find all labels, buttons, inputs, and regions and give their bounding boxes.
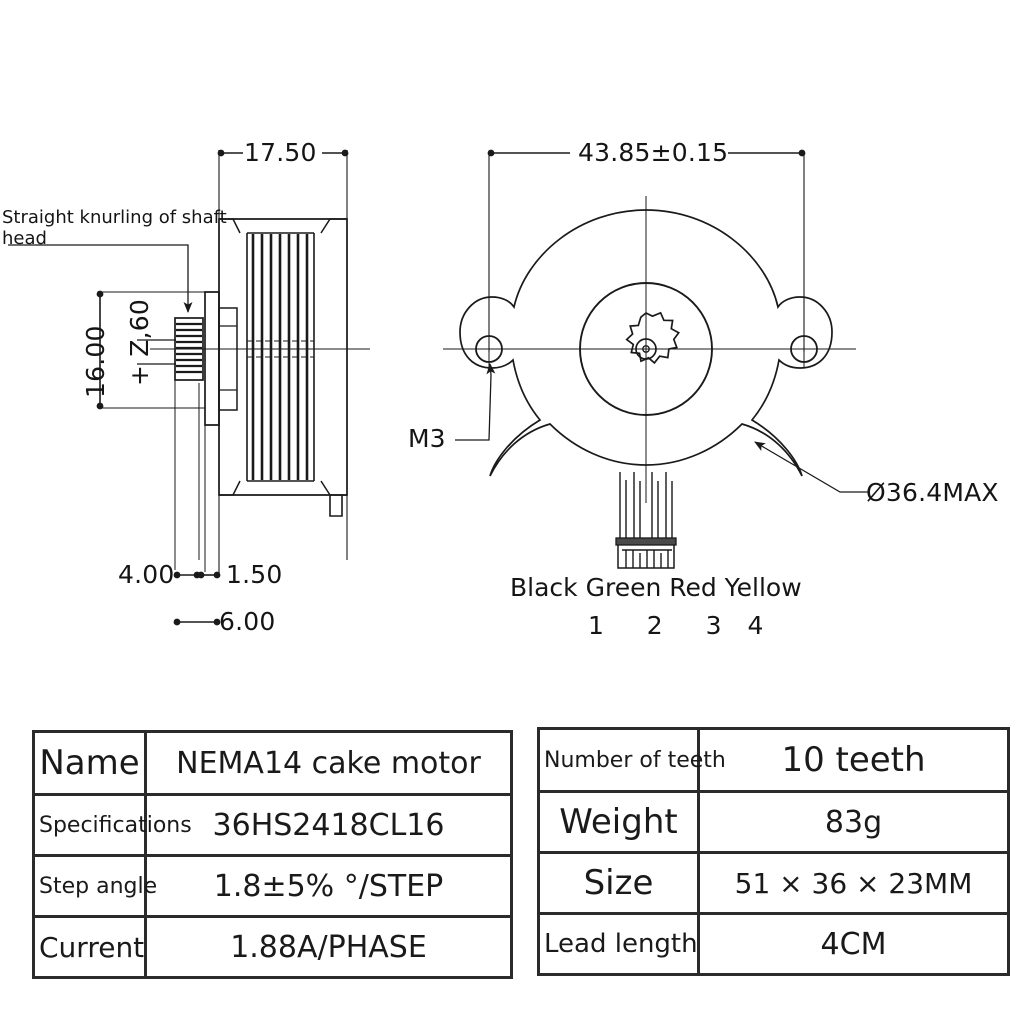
table-cell-value: 1.8±5% °/STEP	[144, 854, 513, 918]
pinion-gear	[625, 311, 680, 365]
specifications-table: Name NEMA14 cake motor Specifications 36…	[32, 730, 513, 979]
lead-wires	[619, 472, 673, 538]
dimension-overall-width: 17.50	[244, 138, 317, 167]
table-row: Name NEMA14 cake motor	[32, 730, 513, 796]
table-row: Number of teeth 10 teeth	[537, 727, 1010, 793]
table-cell-value: 83g	[697, 790, 1010, 854]
front-view-geometry	[443, 149, 870, 569]
connector-wire-colors: Black Green Red Yellow	[510, 573, 802, 602]
table-cell-key: Size	[537, 851, 700, 915]
dimension-step-a: 4.00	[118, 560, 175, 589]
table-row: Step angle 1.8±5% °/STEP	[32, 854, 513, 918]
label-m3-hole: M3	[408, 424, 446, 453]
table-row: Lead length 4CM	[537, 912, 1010, 976]
side-view-geometry	[8, 149, 370, 626]
table-cell-key: Step angle	[32, 854, 157, 918]
table-cell-key: Number of teeth	[537, 727, 726, 793]
table-cell-value: 10 teeth	[697, 727, 1010, 793]
table-cell-key: Name	[32, 730, 147, 796]
properties-table: Number of teeth 10 teeth Weight 83g Size…	[537, 727, 1010, 976]
table-cell-key: Current	[32, 915, 147, 979]
table-cell-value: 4CM	[697, 912, 1010, 976]
knurling-annotation: Straight knurling of shaft head	[2, 207, 227, 249]
table-row: Weight 83g	[537, 790, 1010, 854]
connector-pin-numbers: 1 2 3 4	[588, 611, 773, 640]
dimension-step-b: 1.50	[226, 560, 283, 589]
table-cell-key: Lead length	[537, 912, 700, 976]
table-row: Specifications 36HS2418CL16	[32, 793, 513, 857]
dimension-step-c: 6.00	[219, 607, 276, 636]
table-row: Current 1.88A/PHASE	[32, 915, 513, 979]
table-cell-value: NEMA14 cake motor	[144, 730, 513, 796]
table-cell-value: 36HS2418CL16	[144, 793, 513, 857]
table-cell-key: Weight	[537, 790, 700, 854]
table-row: Size 51 × 36 × 23MM	[537, 851, 1010, 915]
table-cell-key: Specifications	[32, 793, 192, 857]
dimension-shaft-diameter: + Z,60	[125, 299, 154, 386]
dimension-mounting-hole-spacing: 43.85±0.15	[578, 138, 729, 167]
table-cell-value: 51 × 36 × 23MM	[697, 851, 1010, 915]
dimension-shaft-length: 16.00	[81, 325, 110, 398]
table-cell-value: 1.88A/PHASE	[144, 915, 513, 979]
dimension-body-diameter: Ø36.4MAX	[866, 478, 999, 507]
